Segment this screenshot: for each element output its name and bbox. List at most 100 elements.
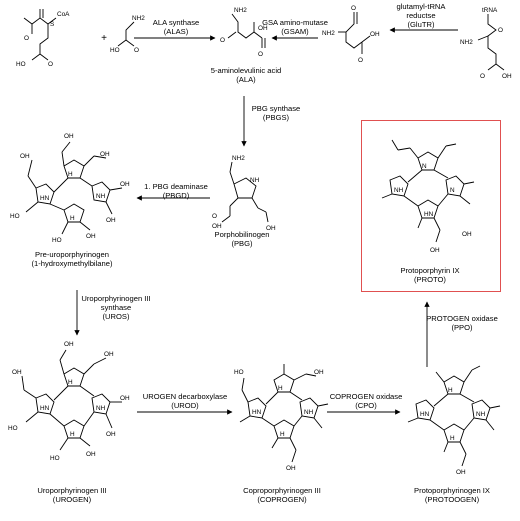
oh-group: OH [456, 469, 466, 476]
label-protogen: Protoporphyrinogen IX (PROTOOGEN) [414, 486, 490, 504]
h2n-group: NH2 [460, 39, 473, 46]
oh-group: OH [266, 225, 276, 232]
oh-group: OH [64, 133, 74, 140]
ho-group: HO [10, 213, 20, 220]
oh-group: OH [120, 181, 130, 188]
ho-group: HO [50, 455, 60, 462]
oh-group: OH [286, 465, 296, 472]
oh-group: OH [120, 395, 130, 402]
n-atom: N [422, 163, 427, 170]
nh-group: NH [394, 187, 404, 194]
oh-group: OH [430, 247, 440, 254]
nh-group: NH [96, 193, 106, 200]
proto-structure: NH N N HN OH OH [381, 139, 475, 254]
pbg-structure: NH2 NH O OH OH [212, 155, 276, 232]
h-atom: H [448, 387, 453, 394]
oxygen-atom: O [358, 57, 363, 64]
oh-group: OH [104, 351, 114, 358]
oh-group: OH [86, 451, 96, 458]
coprogen-structure: HO OH H NH HN H OH [234, 364, 329, 472]
label-glutr: glutamyl-tRNA reductse (GluTR) [396, 2, 446, 29]
h-atom: H [450, 435, 455, 442]
nh-group: NH [250, 177, 260, 184]
hn-group: HN [252, 409, 262, 416]
trna-label: tRNA [482, 7, 498, 14]
label-pbgs: PBG synthase (PBGS) [251, 104, 301, 122]
glycine-structure: NH2 HO O [110, 15, 145, 54]
coa-text: CoA [57, 11, 70, 18]
label-urogen: Uroporphyrinogen III (UROGEN) [37, 486, 107, 504]
label-pbg: Porphobilinogen (PBG) [214, 230, 270, 248]
ho-group: HO [52, 237, 62, 244]
label-proto: Protoporphyrin IX (PROTO) [400, 266, 460, 284]
label-ala: 5-aminolevulinic acid (ALA) [210, 66, 282, 84]
oh-group: OH [314, 369, 324, 376]
oxygen-atom: O [134, 47, 139, 54]
succinyl-coa-structure: CoA S O HO O [16, 9, 70, 68]
label-uros: Uroporphyrinogen III synthase (UROS) [81, 294, 151, 321]
oxygen-atom: O [351, 5, 356, 12]
label-pbgd: 1. PBG deaminase (PBGD) [144, 182, 208, 200]
oh-group: OH [86, 233, 96, 240]
preuro-structure: OH OH OH OH OH HO HO OH H NH HN H [10, 133, 130, 244]
hn-group: HN [40, 195, 50, 202]
label-coprogen: Coproporphyrinogen III (COPROGEN) [243, 486, 321, 504]
oh-group: OH [100, 151, 110, 158]
sulfur-atom: S [50, 21, 54, 28]
oxygen-atom: O [48, 61, 53, 68]
oh-group: OH [502, 73, 512, 80]
plus-sign: + [101, 33, 107, 44]
glutamyl-trna-structure: tRNA NH2 O O OH [460, 7, 512, 80]
ho-group: HO [8, 425, 18, 432]
urogen-structure: OH OH OH OH OH HO HO OH H NH HN H [8, 341, 130, 462]
ho-group: HO [110, 47, 120, 54]
protogen-structure: H NH HN H OH [407, 365, 501, 476]
h-atom: H [280, 431, 285, 438]
ho-group: HO [16, 61, 26, 68]
oh-group: OH [258, 25, 268, 32]
n-atom: N [450, 187, 455, 194]
oxygen-atom: O [498, 27, 503, 34]
h-atom: H [70, 431, 75, 438]
oxygen-atom: O [212, 213, 217, 220]
oxygen-atom: O [258, 51, 263, 58]
h2n-group: NH2 [322, 30, 335, 37]
oh-group: OH [370, 31, 380, 38]
oh-group: OH [64, 341, 74, 348]
h-atom: H [68, 379, 73, 386]
oxygen-atom: O [220, 37, 225, 44]
label-cpo: COPROGEN oxidase (CPO) [329, 392, 403, 410]
label-gsam: GSA amino-mutase (GSAM) [262, 18, 328, 36]
oh-group: OH [462, 231, 472, 238]
label-preuro: Pre-uroporphyrinogen (1-hydroxymethylbil… [31, 250, 113, 268]
oh-group: OH [20, 153, 30, 160]
nh-group: NH [304, 409, 314, 416]
nh2-group: NH2 [234, 7, 247, 14]
gsa-structure: O NH2 O OH [322, 5, 380, 64]
h-atom: H [70, 215, 75, 222]
oh-group: OH [12, 369, 22, 376]
label-alas: ALA synthase (ALAS) [152, 18, 200, 36]
oxygen-atom: O [480, 73, 485, 80]
label-ppo-abbr: (PPO) [451, 323, 473, 332]
h-atom: H [278, 385, 283, 392]
nh2-group: NH2 [232, 155, 245, 162]
label-ppo: PROTOGEN oxidase [426, 314, 498, 323]
nh2-group: NH2 [132, 15, 145, 22]
oh-group: OH [106, 431, 116, 438]
h-atom: H [68, 171, 73, 178]
oh-group: OH [212, 223, 222, 230]
hn-group: HN [420, 411, 430, 418]
hn-group: HN [424, 211, 434, 218]
nh-group: NH [96, 405, 106, 412]
highlight-box-proto [361, 120, 501, 292]
ala-structure: NH2 O O OH [220, 7, 268, 58]
ho-group: HO [234, 369, 244, 376]
oh-group: OH [106, 217, 116, 224]
nh-group: NH [476, 411, 486, 418]
oxygen-atom: O [24, 35, 29, 42]
hn-group: HN [40, 405, 50, 412]
label-urod: UROGEN decarboxylase (UROD) [142, 392, 228, 410]
